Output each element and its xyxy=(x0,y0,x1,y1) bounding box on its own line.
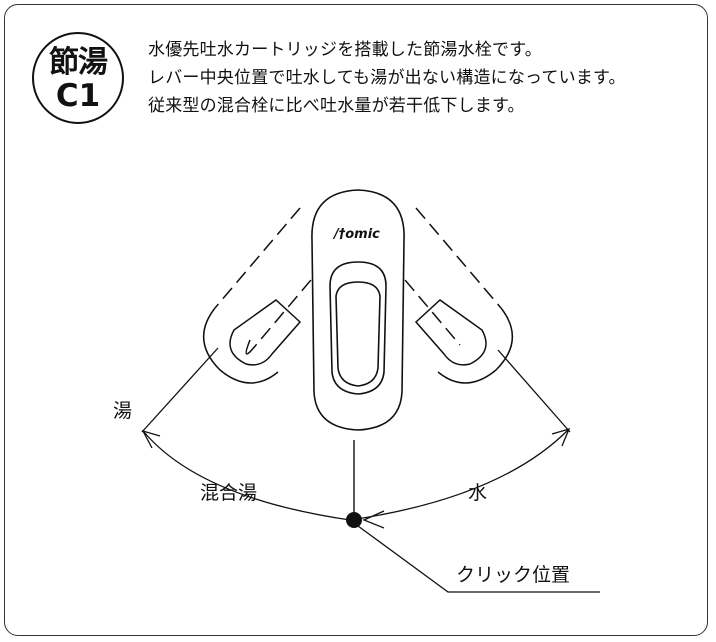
description-line-3: 従来型の混合栓に比べ吐水量が若干低下します。 xyxy=(148,96,525,116)
water-saving-badge: 節湯 C1 xyxy=(32,32,124,124)
water-label: 水 xyxy=(468,482,488,504)
click-callout-leader xyxy=(357,525,600,593)
description: 水優先吐水カートリッジを搭載した節湯水栓です。 レバー中央位置で吐水しても湯が出… xyxy=(148,36,708,120)
click-position-label: クリック位置 xyxy=(456,564,571,586)
arrow-hot-end xyxy=(141,429,161,449)
center-lever xyxy=(311,189,405,431)
cold-limit-line xyxy=(497,349,571,433)
badge-title: 節湯 xyxy=(49,45,108,80)
description-line-1: 水優先吐水カートリッジを搭載した節湯水栓です。 xyxy=(148,40,542,60)
hot-label: 湯 xyxy=(113,400,133,422)
mixed-hot-label: 混合湯 xyxy=(200,482,258,504)
rotation-arc xyxy=(143,429,569,521)
badge-code: C1 xyxy=(55,78,101,114)
arrow-to-center xyxy=(362,510,385,529)
arrow-cold-end xyxy=(551,427,571,447)
content-frame xyxy=(4,4,708,636)
hot-limit-line xyxy=(141,347,219,433)
description-line-2: レバー中央位置で吐水しても湯が出ない構造になっています。 xyxy=(148,68,626,88)
brand-logo: /†omic xyxy=(332,227,380,242)
